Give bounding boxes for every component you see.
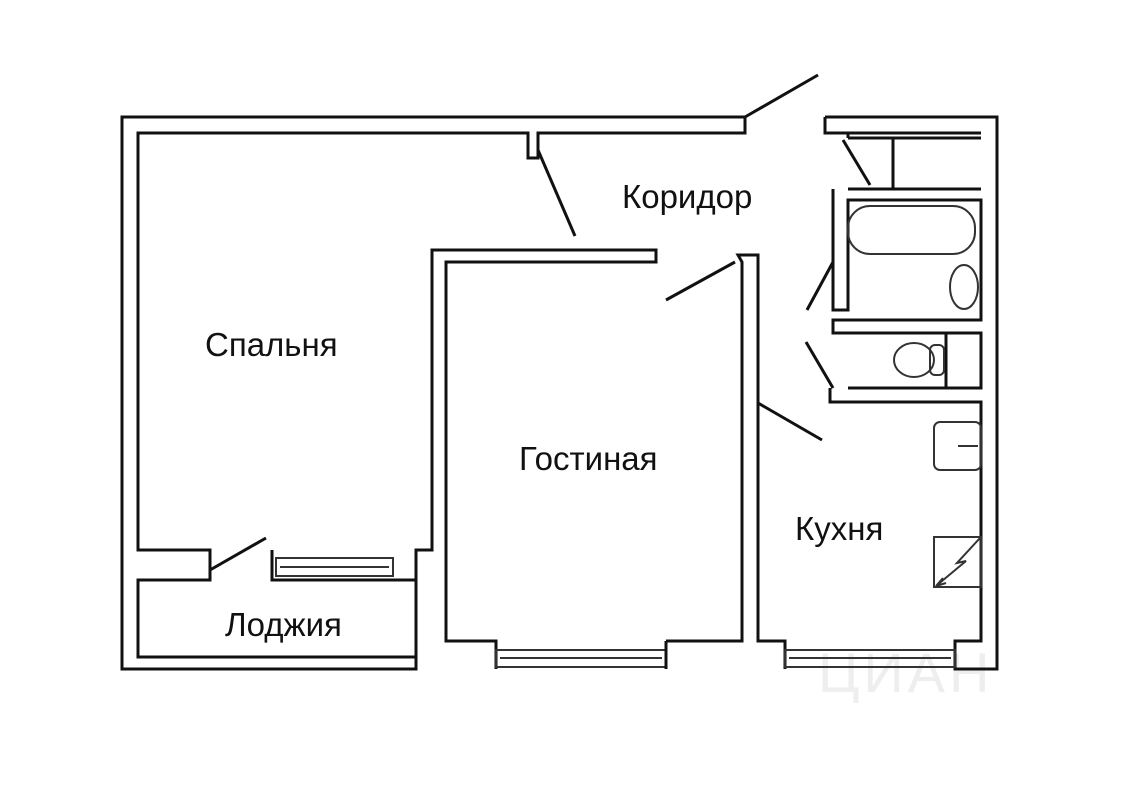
bedroom-bottom-wall (270, 248, 658, 669)
toilet-door (804, 341, 835, 389)
storage-walls (823, 117, 983, 390)
bedroom-walls (136, 117, 747, 565)
right-outer-wall (825, 115, 999, 671)
room-label-corridor: Коридор (622, 178, 753, 215)
living-right-wall (666, 253, 787, 669)
sink-icon (933, 421, 982, 471)
stove-icon (933, 536, 982, 588)
toilet-icon (893, 342, 935, 378)
window-kitchen (784, 649, 956, 668)
room-label-living-room: Гостиная (519, 440, 658, 477)
kitchen-door (757, 401, 823, 442)
room-label-loggia: Лоджия (225, 606, 342, 643)
living-room-door (665, 260, 736, 302)
room-label-kitchen: Кухня (795, 510, 884, 547)
plan-line (935, 537, 981, 587)
washbasin-icon (949, 264, 979, 310)
plan-line (929, 344, 945, 376)
storage-door (841, 139, 872, 186)
window-loggia (275, 557, 394, 577)
room-label-bedroom: Спальня (205, 326, 338, 363)
watermark: ЦИАН (818, 641, 994, 704)
loggia-door (209, 536, 267, 572)
bathtub-icon (847, 205, 976, 255)
entrance-door (744, 73, 819, 119)
bedroom-door (536, 149, 577, 237)
bathroom-door (805, 261, 835, 311)
